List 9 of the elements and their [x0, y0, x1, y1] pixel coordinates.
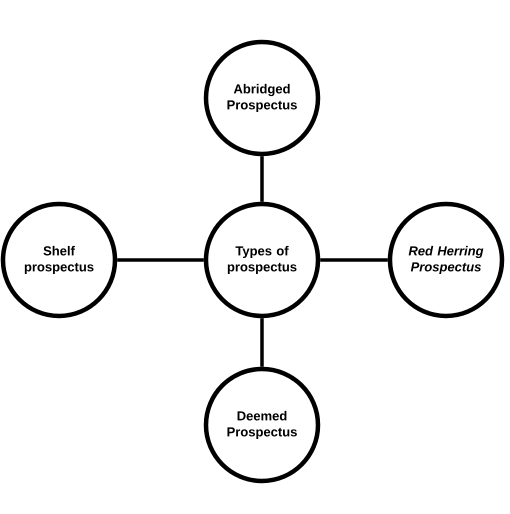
connector-line — [260, 156, 264, 202]
connector-line — [320, 258, 388, 262]
circle-node: Red Herring Prospectus — [388, 202, 504, 318]
connector-line — [117, 258, 204, 262]
circle-node: Types of prospectus — [204, 202, 320, 318]
circle-node: Shelf prospectus — [0, 202, 118, 318]
connector-line — [260, 318, 264, 367]
circle-node: Deemed Prospectus — [204, 366, 320, 484]
circle-node: Abridged Prospectus — [204, 40, 320, 156]
